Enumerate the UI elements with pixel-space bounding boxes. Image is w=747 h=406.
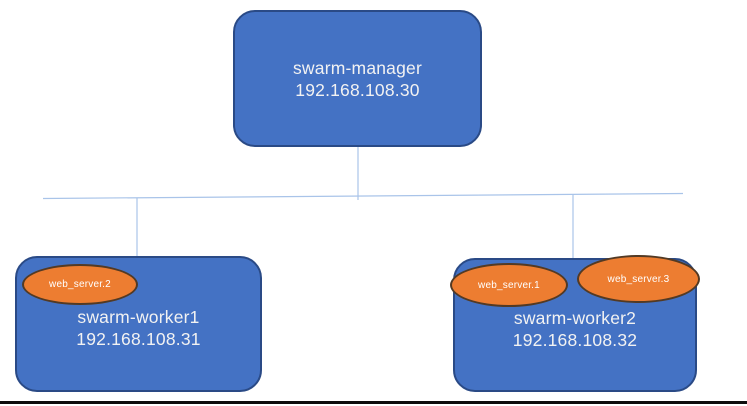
bottom-divider <box>0 401 747 404</box>
node-label: swarm-worker1 <box>77 307 200 327</box>
node-ip: 192.168.108.32 <box>512 330 638 350</box>
container-label: web_server.2 <box>49 279 111 290</box>
node-ip: 192.168.108.31 <box>76 329 201 349</box>
node-swarm-manager: swarm-manager 192.168.108.30 <box>233 10 482 147</box>
container-web-server-3: web_server.3 <box>577 255 700 303</box>
container-label: web_server.1 <box>478 279 540 291</box>
node-label: swarm-worker2 <box>513 308 637 328</box>
edge-horizontal-bus <box>42 192 684 200</box>
container-web-server-2: web_server.2 <box>22 264 138 305</box>
container-label: web_server.3 <box>607 273 670 285</box>
node-ip: 192.168.108.30 <box>295 79 420 100</box>
container-web-server-1: web_server.1 <box>450 263 568 307</box>
node-label: swarm-manager <box>292 57 423 78</box>
